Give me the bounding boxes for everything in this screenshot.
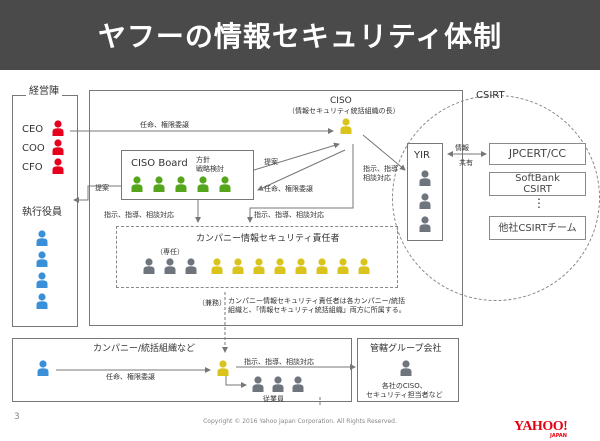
info-label: 情報: [455, 144, 469, 152]
yir-person-icon: [419, 170, 431, 186]
concurrent-person-icon: [274, 258, 286, 274]
company-org-label: カンパニー/統括組織など: [93, 344, 196, 354]
yir-label: YIR: [414, 150, 431, 161]
group-title: 管轄グループ会社: [370, 344, 442, 354]
board-person-icon: [131, 176, 143, 192]
label-instruct-ciso-2: 指示、指導 相談対応: [363, 165, 398, 182]
ciso-board-box: [121, 150, 254, 200]
concurrent-person-icon: [337, 258, 349, 274]
arrow-to-employees: [225, 375, 247, 388]
cfo-person-icon: [52, 158, 64, 174]
ciso-person-icon: [340, 118, 352, 134]
page-number: 3: [14, 412, 20, 422]
ciso-board-note: 方針 戦略検討: [196, 156, 224, 173]
coo-person-icon: [52, 139, 64, 155]
company-officer-box: [116, 226, 398, 288]
label-instruct-ciso: 指示、指導、相談対応: [254, 211, 324, 219]
officer-person-icon: [36, 293, 48, 309]
arrow-yir-ciso: [362, 134, 406, 171]
yir-person-icon: [419, 193, 431, 209]
employees-label: 従業員: [263, 395, 284, 403]
officer-person-icon: [36, 272, 48, 288]
csirt-label: CSIRT: [476, 90, 505, 101]
ceo-person-icon: [52, 120, 64, 136]
dedicated-person-icon: [164, 258, 176, 274]
board-person-icon: [219, 176, 231, 192]
label-propose-mgmt: 提案: [95, 184, 109, 192]
concurrent-person-icon: [295, 258, 307, 274]
partner-others: 他社CSIRTチーム: [489, 216, 586, 240]
group-note: 各社のCISO、 セキュリティ担当者など: [366, 382, 443, 399]
group-company-box: [357, 338, 459, 402]
yahoo-logo-sub: JAPAN: [550, 433, 567, 439]
employee-person-icon: [272, 376, 284, 392]
management-label: 経営陣: [26, 86, 62, 99]
partner-jpcert: JPCERT/CC: [489, 143, 586, 165]
partner-ellipsis: ⋮: [533, 196, 545, 210]
dedicated-label: （専任）: [156, 248, 184, 256]
title-bar: ヤフーの情報セキュリティ体制: [0, 0, 600, 70]
concurrent-person-icon: [232, 258, 244, 274]
board-person-icon: [197, 176, 209, 192]
company-note: カンパニー情報セキュリティ責任者は各カンパニー/統括 組織と、「情報セキュリティ…: [228, 297, 406, 314]
group-person-icon: [400, 360, 412, 376]
dedicated-person-icon: [143, 258, 155, 274]
ciso-board-label: CISO Board: [131, 158, 188, 169]
arrow-propose-ciso: [253, 142, 340, 171]
share-label: 共有: [459, 159, 473, 167]
ciso-title: CISO: [330, 96, 352, 106]
concurrent-label: （兼務）: [198, 299, 226, 307]
yahoo-logo: YAHOO!: [514, 419, 568, 434]
copyright: Copyright © 2016 Yahoo Japan Corporation…: [203, 418, 397, 425]
label-delegate-ciso: 任命、権限委譲: [140, 121, 189, 129]
page-title: ヤフーの情報セキュリティ体制: [97, 20, 503, 53]
label-propose-ciso: 提案: [264, 158, 278, 166]
concurrent-person-icon: [211, 258, 223, 274]
yir-person-icon: [419, 216, 431, 232]
role-cfo: CFO: [22, 162, 43, 173]
arrow-ciso-instruct: [247, 144, 354, 223]
company-officer-person-icon: [217, 360, 229, 376]
role-coo: COO: [22, 143, 45, 154]
company-person-icon: [37, 360, 49, 376]
officers-label: 執行役員: [22, 207, 62, 218]
employee-person-icon: [292, 376, 304, 392]
officer-person-icon: [36, 251, 48, 267]
arrow-propose-mgmt: [73, 185, 121, 203]
arrow-delegate-board: [257, 149, 346, 191]
concurrent-person-icon: [253, 258, 265, 274]
label-instruct-board: 指示、指導、相談対応: [104, 211, 174, 219]
role-ceo: CEO: [22, 124, 44, 135]
board-person-icon: [153, 176, 165, 192]
company-officer-title: カンパニー情報セキュリティ責任者: [196, 234, 340, 244]
label-delegate-company: 任命、権限委譲: [106, 373, 155, 381]
label-delegate-board: 任命、権限委譲: [264, 185, 313, 193]
concurrent-person-icon: [316, 258, 328, 274]
company-org-box: [12, 338, 352, 402]
board-person-icon: [175, 176, 187, 192]
dedicated-person-icon: [185, 258, 197, 274]
employee-person-icon: [252, 376, 264, 392]
officer-person-icon: [36, 230, 48, 246]
ciso-subtitle: （情報セキュリティ統括組織の長）: [288, 107, 400, 115]
concurrent-person-icon: [358, 258, 370, 274]
partner-softbank: SoftBank CSIRT: [489, 172, 586, 196]
label-instruct-employees: 指示、指導、相談対応: [244, 358, 314, 366]
